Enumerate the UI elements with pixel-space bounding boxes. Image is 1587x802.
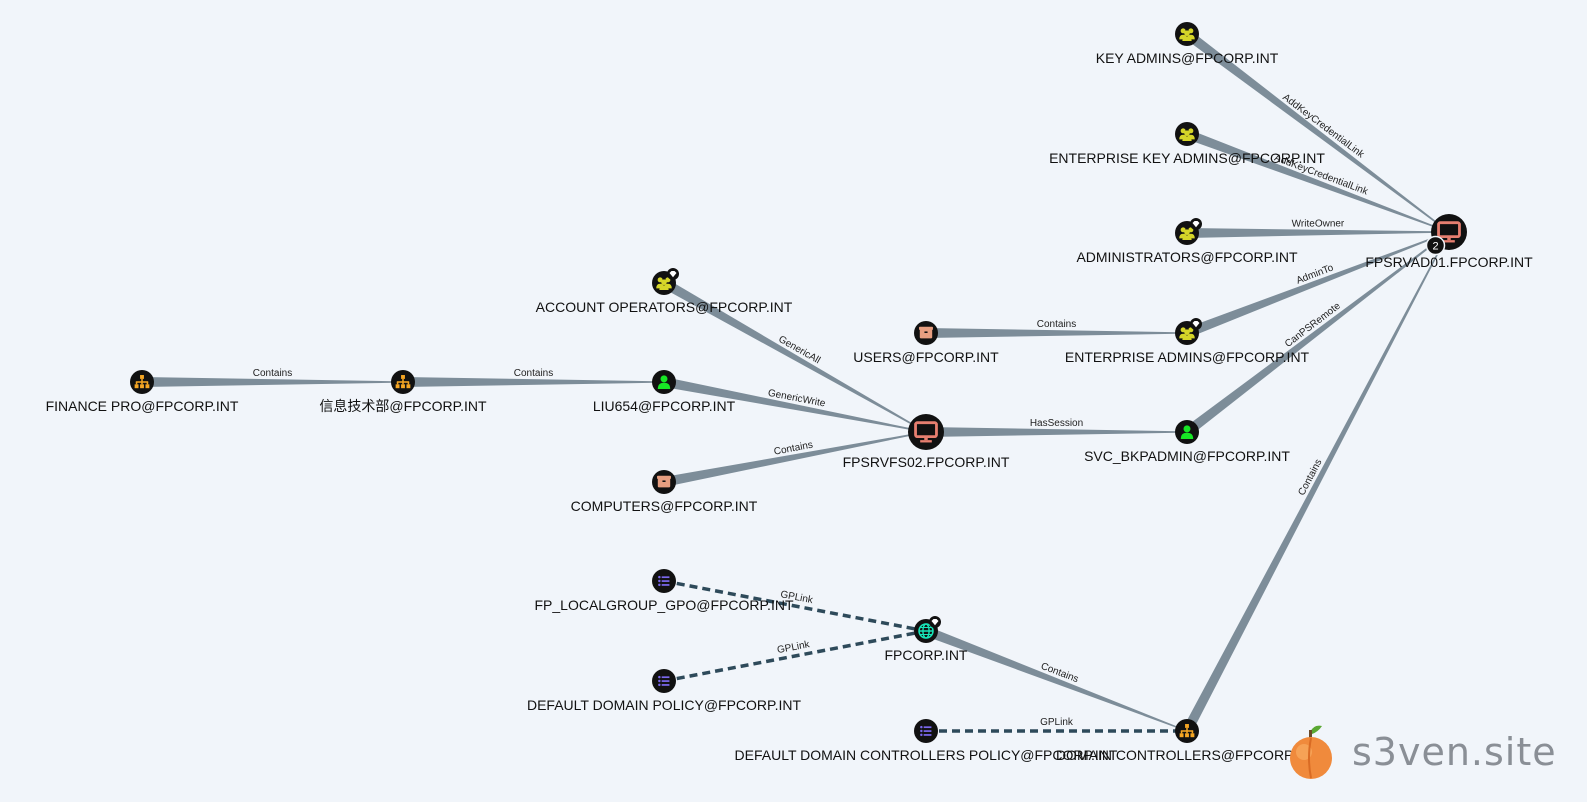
node-label: FPCORP.INT	[885, 647, 968, 663]
nodes-layer: KEY ADMINS@FPCORP.INT ENTERPRISE KEY ADMI…	[46, 22, 1533, 763]
diamond-icon	[1190, 218, 1202, 230]
graph-node-finance[interactable]: FINANCE PRO@FPCORP.INT	[46, 370, 239, 414]
graph-edge[interactable]: Contains	[663, 431, 927, 487]
graph-node-fpsrvfs02[interactable]: FPSRVFS02.FPCORP.INT	[843, 414, 1010, 470]
graph-node-users[interactable]: USERS@FPCORP.INT	[853, 321, 999, 365]
edge-label: Contains	[514, 368, 553, 379]
graph-edge[interactable]: HasSession	[926, 418, 1187, 437]
node-label: LIU654@FPCORP.INT	[593, 398, 736, 414]
node-label: ACCOUNT OPERATORS@FPCORP.INT	[536, 299, 793, 315]
graph-node-fpcorp[interactable]: FPCORP.INT	[885, 616, 968, 663]
edge-label: Contains	[253, 368, 292, 379]
graph-node-svc-bkpadmin[interactable]: SVC_BKPADMIN@FPCORP.INT	[1084, 420, 1290, 464]
node-label: KEY ADMINS@FPCORP.INT	[1096, 50, 1279, 66]
gpo-icon	[920, 725, 932, 737]
node-label: DEFAULT DOMAIN POLICY@FPCORP.INT	[527, 697, 801, 713]
edge-line[interactable]	[663, 431, 927, 487]
graph-node-ent-admins[interactable]: ENTERPRISE ADMINS@FPCORP.INT	[1065, 318, 1310, 365]
count-badge	[1425, 235, 1446, 256]
edge-line[interactable]	[142, 377, 403, 387]
node-label: COMPUTERS@FPCORP.INT	[571, 498, 758, 514]
edge-line[interactable]	[663, 629, 927, 683]
node-label: DOMAIN CONTROLLERS@FPCORP.INT	[1056, 747, 1319, 763]
graph-node-itdept[interactable]: 信息技术部@FPCORP.INT	[319, 370, 487, 414]
edge-line[interactable]	[926, 328, 1187, 338]
node-label: SVC_BKPADMIN@FPCORP.INT	[1084, 448, 1290, 464]
diamond-icon	[667, 268, 679, 280]
watermark-text: s3ven.site	[1352, 730, 1557, 774]
edge-line[interactable]	[1186, 228, 1450, 238]
node-label: 信息技术部@FPCORP.INT	[319, 398, 487, 414]
graph-edge[interactable]: Contains	[926, 319, 1187, 338]
edge-label: CanPSRemote	[1283, 300, 1343, 349]
node-label: FP_LOCALGROUP_GPO@FPCORP.INT	[534, 597, 793, 613]
gpo-icon	[658, 575, 670, 587]
edge-line[interactable]	[663, 579, 927, 633]
diamond-icon	[1190, 318, 1202, 330]
node-label: FINANCE PRO@FPCORP.INT	[46, 398, 239, 414]
edge-line[interactable]	[1185, 129, 1450, 233]
node-circle[interactable]	[908, 414, 944, 450]
graph-node-ddc-policy[interactable]: DEFAULT DOMAIN CONTROLLERS POLICY@FPCORP…	[735, 719, 1118, 763]
node-label: FPSRVAD01.FPCORP.INT	[1365, 254, 1533, 270]
diamond-icon	[929, 616, 941, 628]
watermark: s3ven.site	[1288, 724, 1557, 780]
graph-node-fp-localgroup-gpo[interactable]: FP_LOCALGROUP_GPO@FPCORP.INT	[534, 569, 794, 613]
graph-node-liu654[interactable]: LIU654@FPCORP.INT	[593, 370, 736, 414]
graph-edge[interactable]: Contains	[403, 368, 664, 387]
graph-edge[interactable]: Contains	[142, 368, 403, 387]
graph-edge[interactable]: Contains	[924, 626, 1188, 732]
graph-node-administrators[interactable]: ADMINISTRATORS@FPCORP.INT	[1076, 218, 1298, 265]
container-icon	[657, 475, 671, 488]
graph-node-computers[interactable]: COMPUTERS@FPCORP.INT	[571, 470, 758, 514]
graph-edge[interactable]: Contains	[1182, 231, 1450, 734]
graph-edge[interactable]: GPLink	[926, 717, 1187, 733]
node-label: ENTERPRISE KEY ADMINS@FPCORP.INT	[1049, 150, 1325, 166]
edge-line[interactable]	[926, 427, 1187, 437]
edges-layer: AddKeyCredentialLinkAddKeyCredentialLink…	[142, 30, 1450, 734]
node-label: ENTERPRISE ADMINS@FPCORP.INT	[1065, 349, 1310, 365]
edge-label: HasSession	[1030, 418, 1083, 429]
graph-edge[interactable]: AddKeyCredentialLink	[1185, 129, 1450, 233]
count-badge-text: 2	[1432, 241, 1438, 253]
node-label: ADMINISTRATORS@FPCORP.INT	[1076, 249, 1298, 265]
edge-line[interactable]	[663, 377, 927, 433]
edge-line[interactable]	[661, 278, 927, 433]
edge-label: WriteOwner	[1292, 218, 1345, 229]
edge-line[interactable]	[1182, 231, 1450, 734]
edge-line[interactable]	[1185, 231, 1450, 338]
graph-node-ent-key-admins[interactable]: ENTERPRISE KEY ADMINS@FPCORP.INT	[1049, 122, 1325, 166]
graph-node-domain-controllers[interactable]: DOMAIN CONTROLLERS@FPCORP.INT	[1056, 719, 1319, 763]
gpo-icon	[658, 675, 670, 687]
node-label: USERS@FPCORP.INT	[853, 349, 999, 365]
graph-edge[interactable]: WriteOwner	[1186, 218, 1450, 238]
graph-node-account-ops[interactable]: ACCOUNT OPERATORS@FPCORP.INT	[536, 268, 793, 315]
edge-label: Contains	[1037, 319, 1076, 330]
edge-line[interactable]	[1183, 30, 1450, 233]
edge-label: GPLink	[1040, 717, 1074, 728]
node-label: FPSRVFS02.FPCORP.INT	[843, 454, 1010, 470]
container-icon	[919, 326, 933, 339]
edge-line[interactable]	[1183, 231, 1450, 436]
edge-line[interactable]	[403, 377, 664, 387]
edge-line[interactable]	[924, 626, 1188, 732]
graph-node-default-domain-policy[interactable]: DEFAULT DOMAIN POLICY@FPCORP.INT	[527, 669, 801, 713]
node-label: DEFAULT DOMAIN CONTROLLERS POLICY@FPCORP…	[735, 747, 1118, 763]
peach-icon	[1290, 725, 1332, 779]
graph-node-key-admins[interactable]: KEY ADMINS@FPCORP.INT	[1096, 22, 1279, 66]
